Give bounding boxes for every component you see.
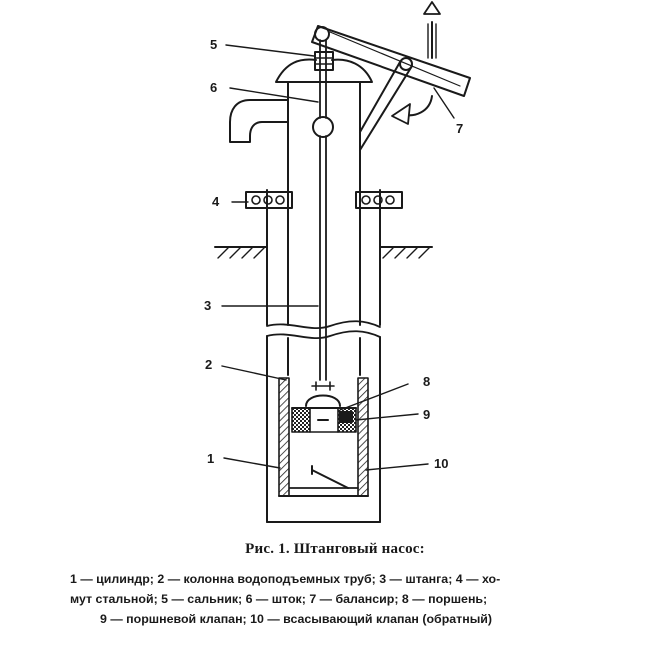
outer-casing-lower xyxy=(267,331,380,522)
legend-line-1: 1 — цилиндр; 2 — колонна водоподъемных т… xyxy=(70,572,501,586)
callout-3: 3 xyxy=(204,298,212,313)
ground-right xyxy=(380,247,432,258)
figure-caption-title: Рис. 1. Штанговый насос: xyxy=(245,541,425,557)
pump-head-cap xyxy=(276,60,372,82)
rod-coupling xyxy=(313,117,333,137)
leader-lines xyxy=(222,45,454,470)
callout-7: 7 xyxy=(456,121,464,136)
callout-1: 1 xyxy=(207,451,215,466)
legend-line-2: мут стальной; 5 — сальник; 6 — шток; 7 —… xyxy=(70,592,488,606)
callout-8: 8 xyxy=(423,374,431,389)
support-strut xyxy=(360,58,412,150)
balance-beam xyxy=(312,26,470,96)
callout-2: 2 xyxy=(205,357,213,372)
callout-6: 6 xyxy=(210,80,218,95)
ground-left xyxy=(215,247,267,258)
pump-diagram xyxy=(0,0,670,540)
suction-valve xyxy=(290,466,358,488)
callout-9: 9 xyxy=(423,407,431,422)
outer-casing-upper xyxy=(267,190,380,325)
cylinder xyxy=(279,378,368,496)
down-arrow xyxy=(392,96,432,124)
spout xyxy=(230,100,288,142)
break-line xyxy=(267,321,380,328)
callout-4: 4 xyxy=(212,194,220,209)
collar-clamp xyxy=(246,192,402,208)
piston-valve xyxy=(318,412,352,422)
pump-rod xyxy=(320,40,326,380)
up-arrow xyxy=(424,2,440,58)
callout-5: 5 xyxy=(210,37,218,52)
gland-box xyxy=(315,52,333,70)
legend-line-3: 9 — поршневой клапан; 10 — всасывающий к… xyxy=(100,612,493,626)
callout-10: 10 xyxy=(434,456,449,471)
